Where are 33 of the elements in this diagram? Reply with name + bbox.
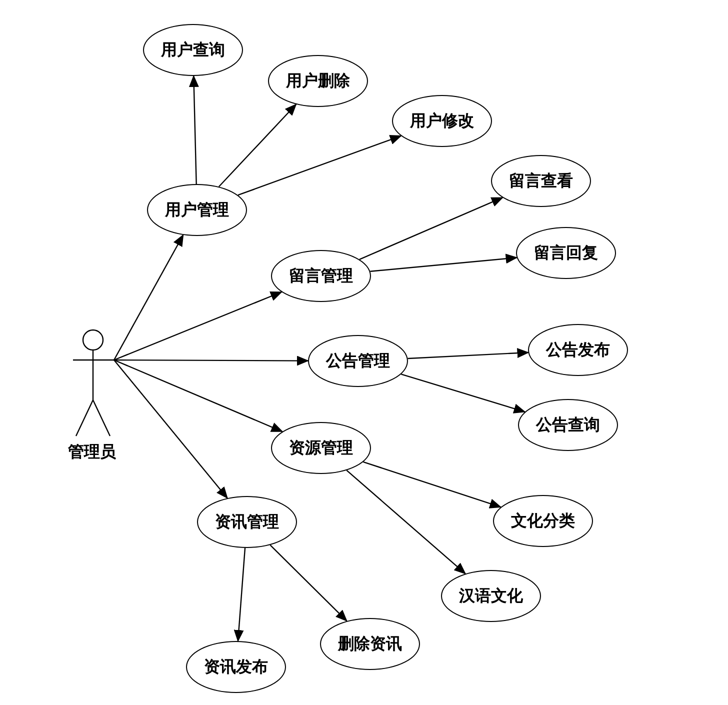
arrow — [238, 134, 402, 196]
arrow — [270, 544, 348, 622]
arrow — [113, 234, 184, 360]
use-case-ellipse: 用户查询 — [143, 24, 243, 76]
arrow — [370, 254, 518, 272]
use-case-ellipse: 用户修改 — [392, 95, 492, 147]
use-case-ellipse: 资讯管理 — [197, 496, 297, 548]
arrow — [114, 356, 309, 366]
use-case-ellipse: 公告管理 — [308, 335, 408, 387]
arrow — [114, 291, 282, 361]
arrow — [188, 75, 199, 184]
use-case-ellipse: 文化分类 — [493, 495, 593, 547]
use-case-ellipse: 留言查看 — [491, 155, 591, 207]
arrow — [218, 104, 297, 188]
arrow — [408, 348, 530, 360]
use-case-ellipse: 资源管理 — [271, 422, 371, 474]
arrow — [359, 197, 504, 260]
use-case-ellipse: 删除资讯 — [320, 618, 420, 670]
actor-label: 管理员 — [68, 442, 116, 463]
use-case-ellipse: 用户删除 — [268, 55, 368, 107]
use-case-ellipse: 资讯发布 — [186, 641, 286, 693]
arrow — [234, 548, 246, 642]
use-case-ellipse: 汉语文化 — [441, 570, 541, 622]
use-case-ellipse: 公告发布 — [528, 324, 628, 376]
use-case-ellipse: 用户管理 — [147, 184, 247, 236]
arrow — [346, 470, 466, 574]
arrow — [114, 359, 284, 432]
use-case-ellipse: 留言回复 — [516, 227, 616, 279]
arrow — [363, 461, 502, 508]
arrow — [400, 374, 526, 414]
use-case-ellipse: 公告查询 — [518, 399, 618, 451]
arrow — [114, 360, 228, 499]
use-case-ellipse: 留言管理 — [271, 250, 371, 302]
